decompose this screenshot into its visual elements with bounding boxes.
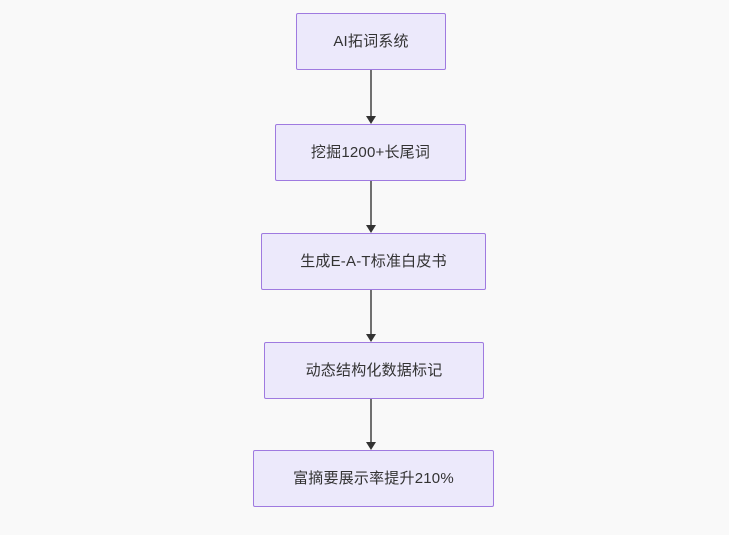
node-label: 动态结构化数据标记 bbox=[305, 361, 443, 379]
node-label: 生成E-A-T标准白皮书 bbox=[300, 252, 447, 270]
flowchart-node-ai-keyword-system[interactable]: AI拓词系统 bbox=[296, 13, 446, 70]
edge-line bbox=[370, 70, 372, 116]
node-label: 挖掘1200+长尾词 bbox=[310, 143, 431, 161]
flowchart-node-mine-longtail-keywords[interactable]: 挖掘1200+长尾词 bbox=[275, 124, 466, 181]
arrowhead-icon bbox=[365, 116, 376, 124]
node-label: AI拓词系统 bbox=[333, 32, 409, 50]
edge-line bbox=[370, 181, 372, 225]
arrowhead-icon bbox=[365, 225, 376, 233]
arrowhead-icon bbox=[365, 442, 376, 450]
edge-line bbox=[370, 399, 372, 442]
node-label: 富摘要展示率提升210% bbox=[293, 469, 454, 487]
edge-line bbox=[370, 290, 372, 334]
arrowhead-icon bbox=[365, 334, 376, 342]
flowchart-node-generate-eat-whitepaper[interactable]: 生成E-A-T标准白皮书 bbox=[261, 233, 486, 290]
flowchart-node-rich-snippet-impression-lift[interactable]: 富摘要展示率提升210% bbox=[253, 450, 494, 507]
flowchart-node-dynamic-structured-data-markup[interactable]: 动态结构化数据标记 bbox=[264, 342, 484, 399]
